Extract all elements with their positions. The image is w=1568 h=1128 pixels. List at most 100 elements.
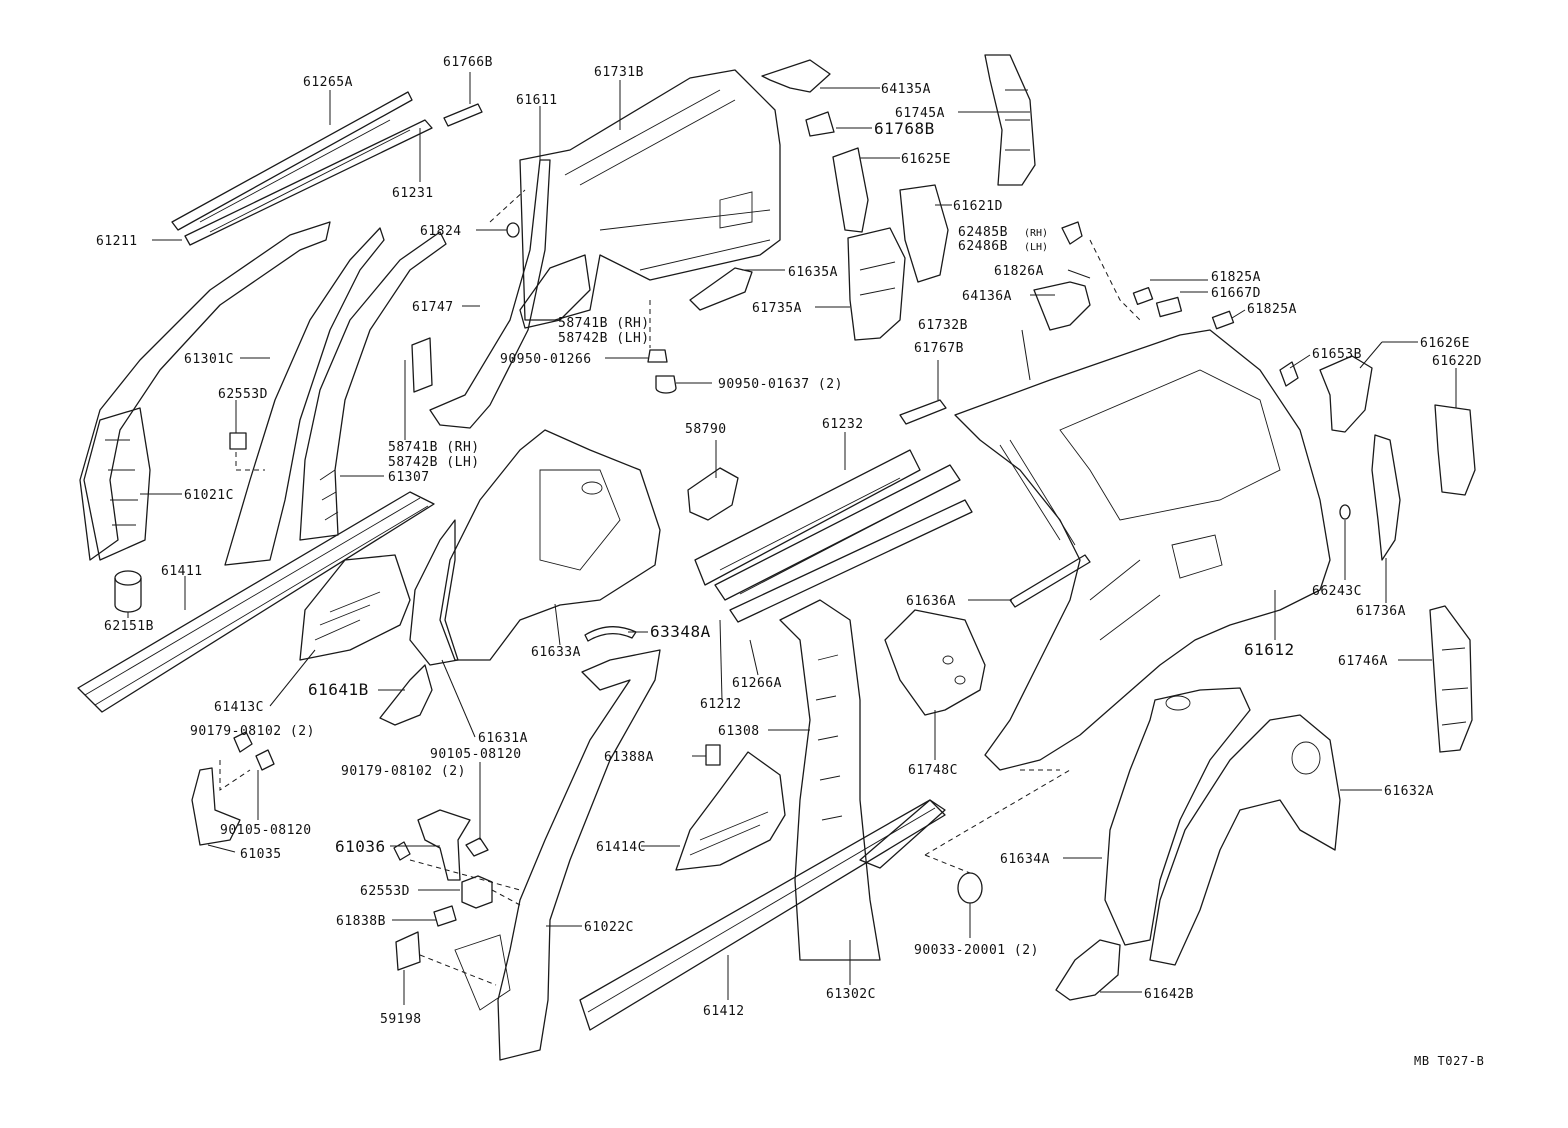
- pad-61825A-1: [1132, 286, 1154, 306]
- label-61731B: 61731B: [594, 65, 644, 80]
- label-61767B: 61767B: [914, 341, 964, 356]
- label-61826A: 61826A: [994, 264, 1044, 279]
- clip-90950-01266: [647, 349, 668, 363]
- label-61642B: 61642B: [1144, 987, 1194, 1002]
- bracket-58790: [687, 467, 739, 521]
- label-61825A-2: 61825A: [1247, 302, 1297, 317]
- bracket-61036: [417, 809, 471, 881]
- block-62553D-1: [229, 432, 247, 450]
- plate-58741B-upper: [411, 337, 433, 393]
- label-61636A: 61636A: [906, 594, 956, 609]
- leader-lines: [127, 72, 1457, 1005]
- roof-rail-61266A: [729, 499, 973, 623]
- label-62553D-2: 62553D: [360, 884, 410, 899]
- a-pillar-61611: [429, 159, 551, 429]
- roof-rail-61231: [184, 119, 433, 246]
- label-61611: 61611: [516, 93, 558, 108]
- front-pillar-inner-61021C: [83, 407, 151, 561]
- label-61388A: 61388A: [604, 750, 654, 765]
- label-61736A: 61736A: [1356, 604, 1406, 619]
- label-58742B-2: 58742B (LH): [388, 455, 480, 470]
- pad-61838B: [433, 905, 457, 927]
- label-90179-08102-a: 90179-08102 (2): [190, 724, 315, 739]
- bolt-90105-08120-b: [465, 837, 489, 857]
- label-61411: 61411: [161, 564, 203, 579]
- pad-61825A-2: [1211, 310, 1235, 330]
- label-61838B: 61838B: [336, 914, 386, 929]
- label-61302C: 61302C: [826, 987, 876, 1002]
- label-90105-08120-a: 90105-08120: [430, 747, 522, 762]
- label-61413C: 61413C: [214, 700, 264, 715]
- roof-rail-61265A: [171, 91, 413, 231]
- clip-62485B: [1061, 221, 1083, 245]
- label-61653B: 61653B: [1312, 347, 1362, 362]
- label-62553D-1: 62553D: [218, 387, 268, 402]
- front-pillar-61301C: [79, 221, 331, 561]
- label-61211: 61211: [96, 234, 138, 249]
- label-90033-20001: 90033-20001 (2): [914, 943, 1039, 958]
- rocker-61412: [579, 799, 946, 1031]
- label-61212: 61212: [700, 697, 742, 712]
- label-61748C: 61748C: [908, 763, 958, 778]
- label-64135A: 64135A: [881, 82, 931, 97]
- pillar-61022C: [497, 649, 661, 1061]
- bracket-61626E: [1319, 355, 1373, 433]
- label-61625E: 61625E: [901, 152, 951, 167]
- bracket-61625E: [832, 147, 869, 233]
- plate-61766B: [443, 103, 483, 127]
- bracket-61414C: [675, 751, 786, 871]
- label-61266A: 61266A: [732, 676, 782, 691]
- bracket-61413C: [299, 554, 411, 661]
- bracket-61635A: [689, 267, 753, 311]
- label-58741B-2: 58741B (RH): [388, 440, 480, 455]
- pad-61667D: [1155, 296, 1183, 318]
- label-58790: 58790: [685, 422, 727, 437]
- panel-61622D: [1434, 404, 1476, 496]
- panel-61745A: [984, 54, 1036, 186]
- label-61735A: 61735A: [752, 301, 802, 316]
- panel-61621D: [899, 184, 949, 283]
- label-61621D: 61621D: [953, 199, 1003, 214]
- bracket-61642B: [1055, 939, 1121, 1001]
- label-61635A: 61635A: [788, 265, 838, 280]
- label-90105-08120-b: 90105-08120: [220, 823, 312, 838]
- panel-61746A: [1429, 605, 1473, 753]
- label-62485B: 62485B: [958, 225, 1008, 240]
- label-61746A: 61746A: [1338, 654, 1388, 669]
- bracket-61748C: [884, 609, 986, 716]
- strip-61636A: [1009, 554, 1091, 608]
- roof-rail-61232: [694, 449, 921, 586]
- bracket-64135A: [761, 59, 831, 93]
- dashed-guides: [219, 189, 1141, 986]
- label-61667D: 61667D: [1211, 286, 1261, 301]
- clip-90950-01637: [655, 375, 677, 394]
- clip-61653B: [1279, 361, 1299, 387]
- bracket-61035: [191, 767, 241, 846]
- apron-61631A: [409, 519, 459, 666]
- label-61633A: 61633A: [531, 645, 581, 660]
- label-61307: 61307: [388, 470, 430, 485]
- label-90950-01637: 90950-01637 (2): [718, 377, 843, 392]
- roof-rail-61212: [714, 464, 961, 601]
- label-66243C: 66243C: [1312, 584, 1362, 599]
- label-59198: 59198: [380, 1012, 422, 1027]
- part-labels: 61265A 61766B 61731B 61611 64135A 61745A…: [96, 55, 1484, 1068]
- bracket-58741B-center: [519, 254, 591, 329]
- label-61232: 61232: [822, 417, 864, 432]
- label-61824: 61824: [420, 224, 462, 239]
- center-pillar-61307: [224, 227, 385, 566]
- panel-61736A: [1371, 434, 1401, 561]
- label-61766B: 61766B: [443, 55, 493, 70]
- rocker-61411: [77, 491, 435, 713]
- wheelhouse-61634A: [1104, 687, 1251, 946]
- grommet-61824: [506, 222, 520, 238]
- bolt-90105-08120-a: [255, 749, 275, 771]
- diagram-reference-code: MB T027-B: [1414, 1054, 1484, 1068]
- label-61631A: 61631A: [478, 731, 528, 746]
- cap-66243C: [1339, 504, 1351, 520]
- label-61825A-1: 61825A: [1211, 270, 1261, 285]
- label-61036: 61036: [335, 837, 386, 856]
- label-62151B: 62151B: [104, 619, 154, 634]
- label-61634A: 61634A: [1000, 852, 1050, 867]
- label-62486B-side: (LH): [1024, 242, 1048, 253]
